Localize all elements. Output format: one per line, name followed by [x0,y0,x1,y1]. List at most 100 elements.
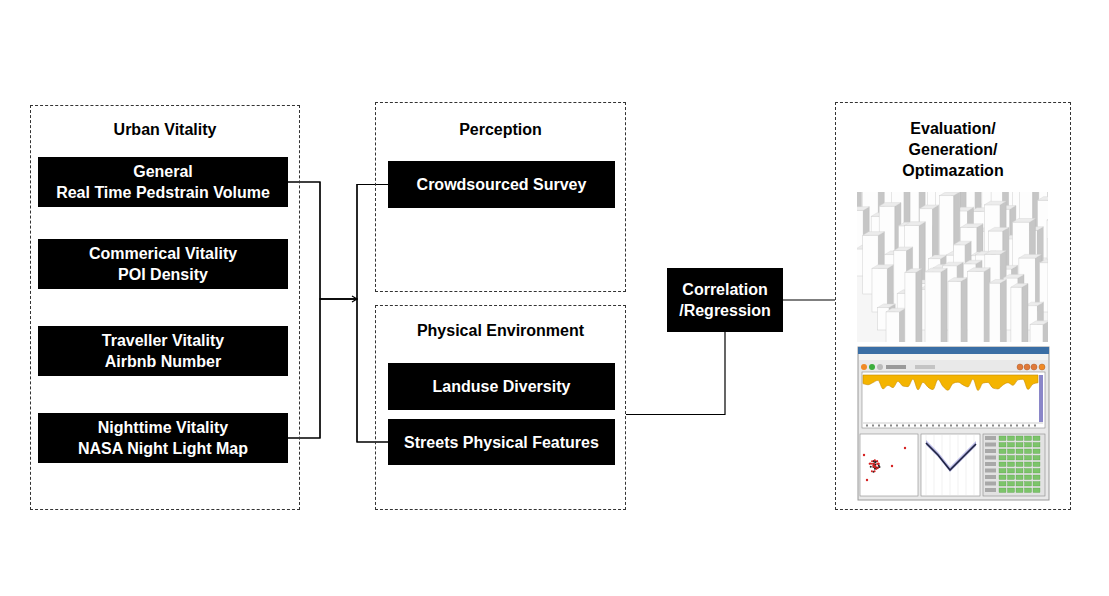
parameter-slot [999,462,1006,467]
axis-tick [926,425,928,427]
axis-tick [1028,425,1030,427]
building-front [948,281,961,342]
building-roof [879,203,901,207]
parameter-label [985,436,996,440]
parameter-slot [1016,443,1023,448]
building-roof [940,192,960,196]
scatter-dot [904,447,906,449]
building-side [916,269,922,342]
toolbar-item [915,365,935,369]
process-box: Streets Physical Features [388,419,615,465]
parameter-slot [1016,482,1023,487]
box-label: Streets Physical Features [404,432,599,453]
parameter-panel [983,434,1045,496]
city-model [857,192,1048,342]
building-roof [878,304,896,308]
parameter-slot [1025,475,1032,480]
building-front [989,283,1000,342]
building-roof [1038,197,1048,201]
parameter-label [985,443,996,447]
axis-tick [950,425,952,427]
toolbar-icon [1017,364,1023,370]
axis-tick [866,425,868,427]
axis-tick [1022,425,1024,427]
group-panel: PerceptionCrowdsourced Survey [375,102,626,292]
parameter-slot [1033,469,1040,474]
building-roof [894,247,913,251]
connector-line [288,182,388,442]
axis-tick [980,425,982,427]
axis-tick [986,425,988,427]
building-roof [1040,259,1048,263]
axis-tick [974,425,976,427]
scatter-dot [869,462,871,464]
box-label: Commerical Vitality [89,243,237,264]
box-label: POI Density [118,264,208,285]
building-front [1048,238,1049,330]
group-panel: Urban VitalityGeneralReal Time Pedstrain… [30,105,300,510]
parameter-slot [999,449,1006,454]
building-front [1011,287,1022,342]
connector-line [288,299,388,442]
toolbar-icon [869,364,875,370]
parameter-slot [1008,456,1015,461]
toolbar-icon [1024,364,1030,370]
scatter-dot [863,454,865,456]
axis-tick [920,425,922,427]
process-box: Nighttime VitalityNASA Night Light Map [38,413,288,463]
building-roof [968,268,991,272]
building-roof [1013,219,1036,223]
building-roof [989,279,1006,283]
building-side [1000,279,1006,342]
group-panel: Evaluation/ Generation/ Optimazation [835,102,1071,510]
toolbar-icon [877,364,883,370]
parameter-label [985,482,996,486]
parameter-slot [1025,462,1032,467]
box-label: Traveller Vitality [102,330,224,351]
grid-line [966,435,967,495]
scatter-dot [891,465,893,467]
building-side [900,308,906,342]
parameter-slot [1016,488,1023,493]
building-roof [961,224,983,228]
axis-tick [1034,425,1036,427]
parameter-slot [1008,475,1015,480]
connector-line [783,299,835,300]
group-title: Evaluation/ Generation/ Optimazation [891,118,1015,181]
building-roof [920,205,939,209]
line-trace [926,443,976,470]
building-side [961,278,967,342]
axis-tick [1010,425,1012,427]
axis-tick [1004,425,1006,427]
building-roof [1003,274,1024,278]
building-roof [1019,254,1042,258]
chart-marker-bar [1039,375,1043,422]
axis-tick [992,425,994,427]
group-title: Physical Environment [376,320,625,341]
parameter-label [985,456,996,460]
parameter-label [985,449,996,453]
building-roof [1030,321,1048,325]
parameter-slot [1033,443,1040,448]
parameter-slot [1016,456,1023,461]
parameter-slot [1008,436,1015,441]
scatter-dot [871,470,873,472]
line-band [926,440,976,472]
parameter-label [985,469,996,473]
building-front [1030,324,1043,342]
scatter-dot [874,470,876,472]
building-side [941,268,947,342]
parameter-slot [999,469,1006,474]
building-roof [1047,216,1048,220]
parameter-slot [1016,469,1023,474]
scatter-dot [874,468,876,470]
scatter-dot [870,466,872,468]
parameter-slot [999,436,1006,441]
axis-tick [914,425,916,427]
axis-tick [962,425,964,427]
scatter-dot [876,467,878,469]
axis-tick [932,425,934,427]
fitness-area [863,375,1038,391]
building-roof [905,222,926,226]
